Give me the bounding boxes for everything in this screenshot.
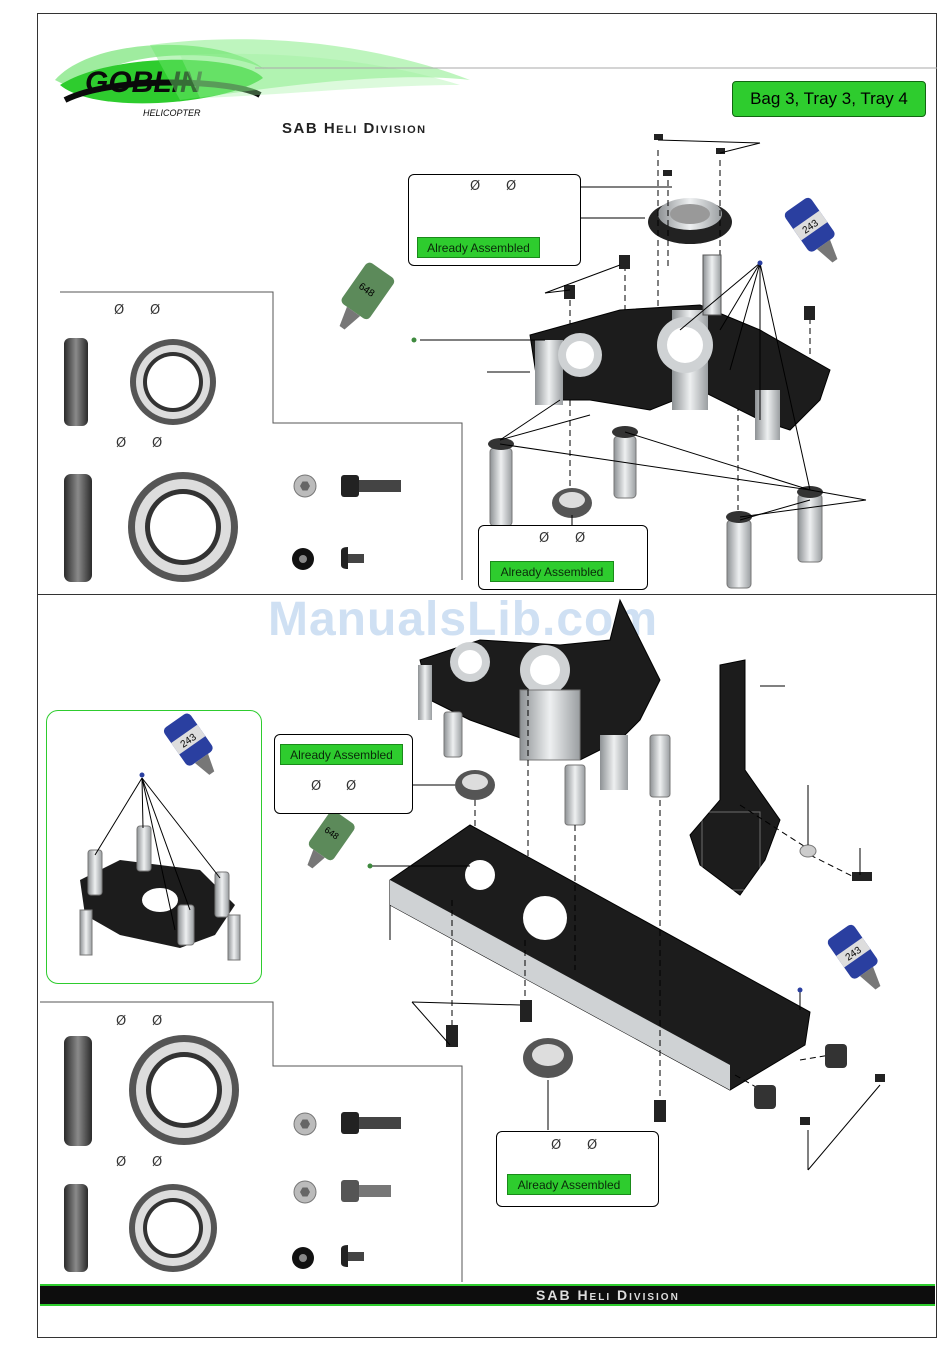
diameter-symbol: Ø [152, 436, 162, 451]
footer-division-title: SAB Heli Division [536, 1287, 680, 1303]
diameter-symbol: Ø [116, 436, 126, 451]
diameter-symbol: Ø [311, 779, 321, 794]
diameter-symbol: Ø [152, 1155, 162, 1170]
button-head-screw-part [292, 1245, 364, 1269]
footer-bar [40, 1286, 935, 1304]
bearing-front-view [129, 1184, 217, 1272]
threadlock-green-bottle: 648 [328, 261, 396, 338]
socket-screw-part [294, 1112, 401, 1135]
diameter-symbol: Ø [506, 179, 516, 194]
socket-screw-short-part [294, 1180, 391, 1203]
bearing-side-view [64, 474, 92, 582]
diameter-symbol: Ø [116, 1155, 126, 1170]
already-assembled-badge: Already Assembled [417, 237, 540, 258]
threadlock-blue-bottle: 243 [826, 923, 891, 997]
diameter-symbol: Ø [551, 1138, 561, 1153]
diameter-symbol: Ø [575, 531, 585, 546]
bearing-side-view [64, 338, 88, 426]
diameter-symbol: Ø [152, 1014, 162, 1029]
diameter-symbol: Ø [114, 303, 124, 318]
diameter-symbol: Ø [150, 303, 160, 318]
bearing-side-view [64, 1036, 92, 1146]
inset-frame [46, 710, 262, 984]
already-assembled-badge: Already Assembled [280, 744, 403, 765]
diameter-symbol: Ø [587, 1138, 597, 1153]
diameter-symbol: Ø [470, 179, 480, 194]
bearing-front-view [129, 1035, 239, 1145]
bearing-side-view [64, 1184, 88, 1272]
already-assembled-badge: Already Assembled [507, 1174, 631, 1195]
button-head-screw-part [292, 547, 364, 570]
parts-panel-outline-bottom [40, 1002, 462, 1282]
diameter-symbol: Ø [346, 779, 356, 794]
threadlock-blue-bottle: 243 [783, 196, 848, 270]
diameter-symbol: Ø [539, 531, 549, 546]
already-assembled-badge: Already Assembled [490, 561, 614, 582]
threadlock-green-bottle: 648 [298, 809, 357, 875]
bearing-front-view [130, 339, 216, 425]
socket-screw-part [294, 475, 401, 497]
bearing-front-view [128, 472, 238, 582]
diameter-symbol: Ø [116, 1014, 126, 1029]
